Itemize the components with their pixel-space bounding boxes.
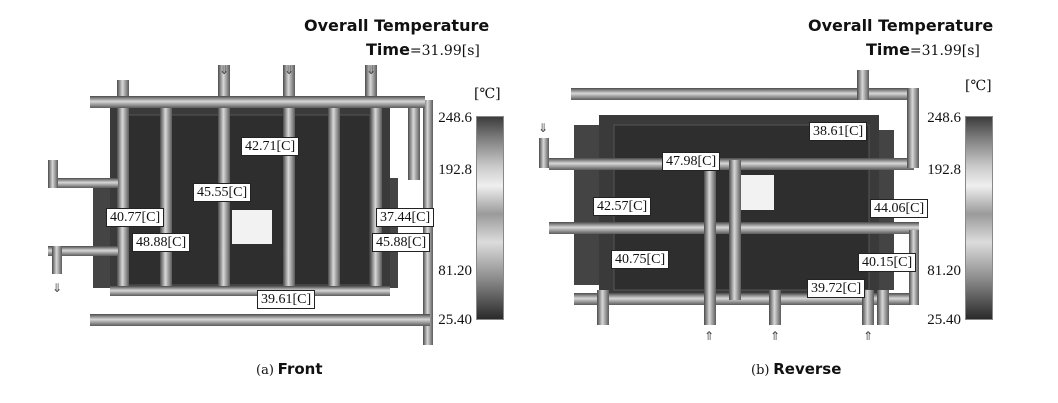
probe-label: 39.61[C] xyxy=(257,290,316,309)
pipe-leg-2 xyxy=(704,290,716,325)
svg-text:⇑: ⇑ xyxy=(863,329,873,343)
time-value: =31.99[s] xyxy=(909,43,980,59)
svg-text:⇓: ⇓ xyxy=(52,281,62,295)
sim-time: Time=31.99[s] xyxy=(866,40,980,59)
caption-name: Front xyxy=(277,360,323,378)
svg-text:⇓: ⇓ xyxy=(284,63,294,77)
colorbar xyxy=(965,116,993,320)
pipe-v-right xyxy=(907,88,919,168)
pipe-h1 xyxy=(571,88,916,100)
front-panel: ⇓ ⇓ ⇓ ⇓ Overall Temperature Time=31.99[s… xyxy=(48,16,504,379)
colorbar-tick: 192.8 xyxy=(438,162,472,178)
pipe-inlet-left xyxy=(539,138,549,168)
pipe-leg-1 xyxy=(597,290,609,325)
figure-caption: (b) Reverse xyxy=(751,360,841,379)
probe-label: 40.75[C] xyxy=(611,250,670,269)
front-mold-model: ⇓ ⇓ ⇓ ⇓ xyxy=(48,63,433,345)
figure-caption: (a) Front xyxy=(256,360,323,379)
pipe-v2 xyxy=(160,100,172,295)
probe-label: 37.44[C] xyxy=(376,208,435,227)
pipe-inlet-left-top xyxy=(48,160,58,188)
time-label: Time xyxy=(366,40,410,59)
svg-text:⇓: ⇓ xyxy=(538,121,548,135)
pipe-v5 xyxy=(328,100,340,295)
probe-label: 40.77[C] xyxy=(106,208,165,227)
time-label: Time xyxy=(866,40,910,59)
sim-title: Overall Temperature xyxy=(304,16,490,35)
colorbar-unit: [℃] xyxy=(965,78,992,94)
caption-name: Reverse xyxy=(773,360,842,378)
probe-label: 42.71[C] xyxy=(241,137,300,156)
probe-label: 48.88[C] xyxy=(132,233,191,252)
sim-time: Time=31.99[s] xyxy=(366,40,480,59)
probe-label: 44.06[C] xyxy=(870,199,929,218)
pipe-v-top xyxy=(857,70,869,100)
pipe-h2 xyxy=(90,314,430,326)
pipe-v6 xyxy=(365,65,377,105)
pipe-v7 xyxy=(408,105,420,180)
pipe-v2 xyxy=(729,160,741,300)
reverse-panel: ⇓ ⇑ ⇑ ⇑ Overall Temperature Time=31.99[s… xyxy=(529,0,1058,403)
svg-text:⇓: ⇓ xyxy=(219,63,229,77)
pipe-v1 xyxy=(704,160,716,300)
time-value: =31.99[s] xyxy=(409,43,480,59)
pipe-h3 xyxy=(110,286,390,296)
probe-label: 42.57[C] xyxy=(593,197,652,216)
probe-label: 38.61[C] xyxy=(809,122,868,141)
probe-label: 45.88[C] xyxy=(372,233,431,252)
svg-text:⇑: ⇑ xyxy=(704,329,714,343)
probe-label: 40.15[C] xyxy=(858,253,917,272)
caption-tag: (a) xyxy=(256,363,274,378)
sim-title: Overall Temperature xyxy=(808,16,994,35)
colorbar-tick: 192.8 xyxy=(927,162,961,178)
colorbar-unit: [℃] xyxy=(474,86,501,102)
colorbar-tick: 248.6 xyxy=(438,110,472,126)
colorbar-tick: 81.20 xyxy=(438,263,472,279)
svg-text:⇓: ⇓ xyxy=(366,63,376,77)
pipe-leg-3 xyxy=(769,290,781,325)
probe-label: 45.55[C] xyxy=(193,183,252,202)
probe-label: 47.98[C] xyxy=(662,152,721,171)
pipe-leg-5 xyxy=(877,290,889,325)
pipe-inlet-left-bottom xyxy=(52,246,62,274)
pipe-v8 xyxy=(370,100,382,290)
caption-tag: (b) xyxy=(751,363,770,378)
pipe-v3 xyxy=(218,65,230,295)
colorbar xyxy=(476,116,504,320)
pipe-v1 xyxy=(117,80,129,295)
colorbar-tick: 248.6 xyxy=(927,110,961,126)
pipe-h1 xyxy=(90,96,425,108)
colorbar-tick: 25.40 xyxy=(438,312,472,328)
probe-label: 39.72[C] xyxy=(807,279,866,298)
pipe-h5 xyxy=(48,246,118,256)
colorbar-tick: 81.20 xyxy=(927,263,961,279)
pipe-v4 xyxy=(283,65,295,295)
colorbar-tick: 25.40 xyxy=(927,312,961,328)
mold-opening xyxy=(232,210,272,244)
svg-text:⇑: ⇑ xyxy=(770,329,780,343)
pipe-h4 xyxy=(48,178,118,188)
pipe-leg-4 xyxy=(862,290,874,325)
